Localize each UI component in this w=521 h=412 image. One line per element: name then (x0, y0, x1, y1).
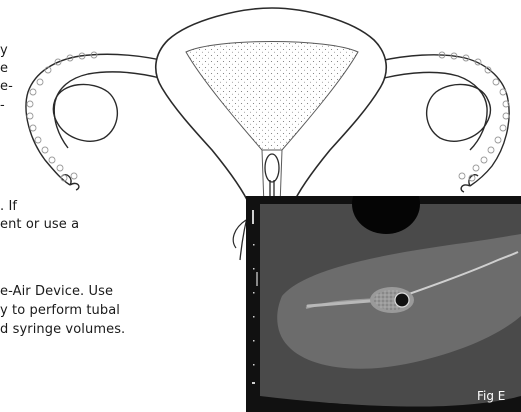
figure-label: Fig E (477, 389, 505, 403)
left-ovary (53, 84, 117, 141)
ultrasound-inset (246, 196, 521, 412)
right-fimbriae (439, 52, 509, 181)
right-tube (375, 55, 509, 192)
left-fimbriae (27, 52, 97, 181)
catheter-tip (395, 293, 409, 307)
left-tube (26, 54, 170, 190)
